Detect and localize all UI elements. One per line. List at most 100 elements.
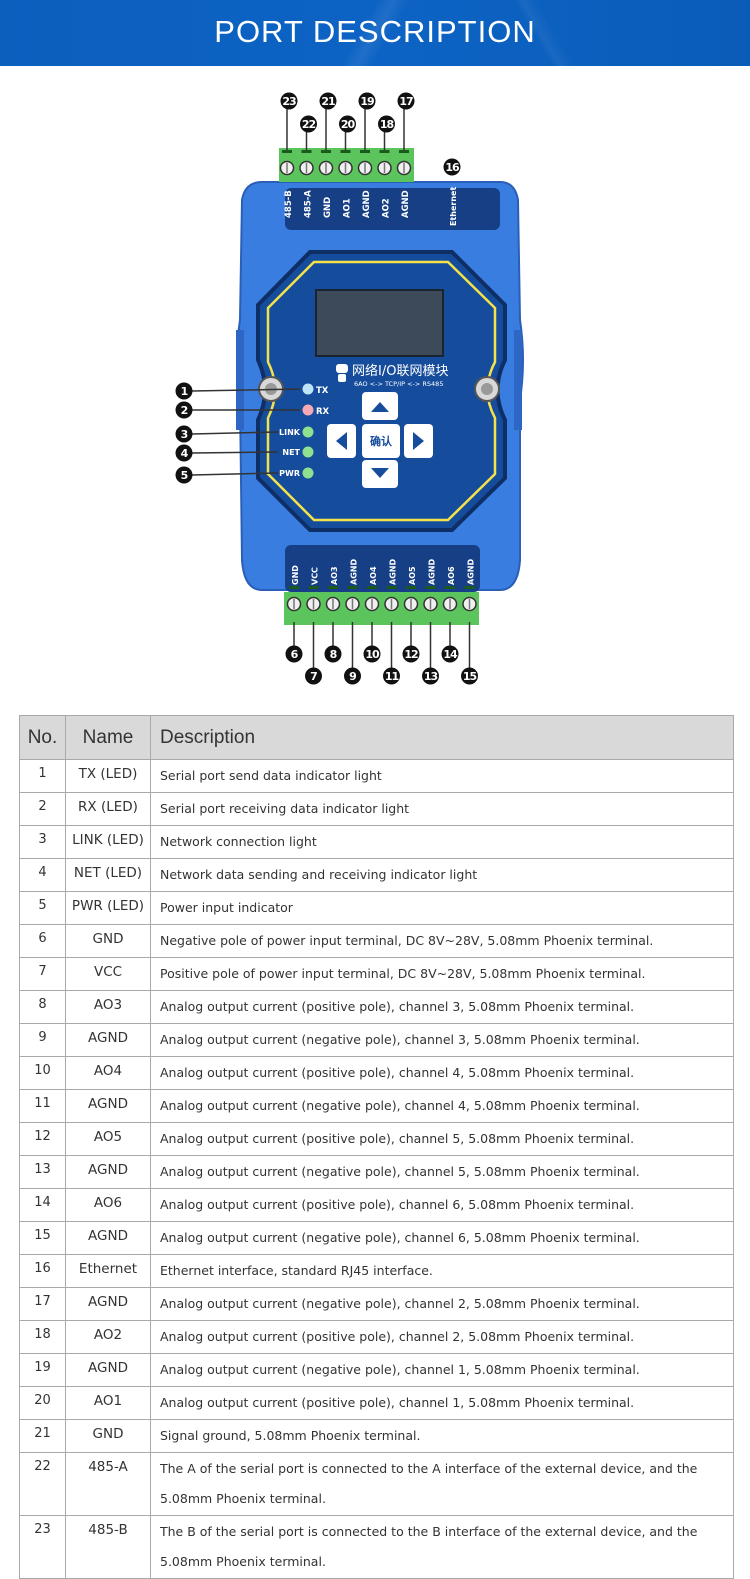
bottom-label-panel xyxy=(285,545,480,592)
cell-name: GND xyxy=(65,1419,151,1453)
cell-description: Analog output current (positive pole), c… xyxy=(150,1056,734,1090)
terminal-label: AGND xyxy=(362,190,372,218)
callout-badge: 5 xyxy=(175,466,193,484)
callout-badge: 19 xyxy=(358,92,376,110)
callout-badge: 3 xyxy=(175,425,193,443)
callout-number: 23 xyxy=(282,95,296,108)
right-button[interactable] xyxy=(404,424,433,458)
header-no: No. xyxy=(19,715,66,760)
cell-no: 8 xyxy=(19,990,66,1024)
terminal-screw-icon xyxy=(462,586,477,612)
callout-number: 4 xyxy=(181,447,189,460)
callout-badge: 7 xyxy=(305,667,322,685)
left-button[interactable] xyxy=(327,424,356,458)
led-indicator-icon xyxy=(302,383,314,395)
cell-no: 23 xyxy=(19,1515,66,1579)
header-description: Description xyxy=(150,715,734,760)
up-arrow-icon xyxy=(371,402,389,412)
cell-name: LINK (LED) xyxy=(65,825,151,859)
cell-name: 485-B xyxy=(65,1515,151,1579)
page-title: PORT DESCRIPTION xyxy=(214,14,536,49)
cell-no: 10 xyxy=(19,1056,66,1090)
cell-no: 21 xyxy=(19,1419,66,1453)
cell-description: The A of the serial port is connected to… xyxy=(150,1452,734,1516)
brand-subtitle: 6AO <-> TCP/IP <-> RS485 xyxy=(354,380,443,388)
callout-circle xyxy=(358,92,376,110)
cell-name: AGND xyxy=(65,1353,151,1387)
cell-name: AGND xyxy=(65,1221,151,1255)
terminal-screw-icon xyxy=(318,150,334,176)
callout-circle xyxy=(383,667,400,685)
cell-name: AGND xyxy=(65,1023,151,1057)
up-button[interactable] xyxy=(362,392,398,420)
terminal-screw-icon xyxy=(338,150,353,176)
callout-number: 7 xyxy=(310,670,317,683)
panel-border xyxy=(266,260,497,522)
cell-no: 9 xyxy=(19,1023,66,1057)
right-arrow-icon xyxy=(413,432,424,450)
callout-badge: 16 xyxy=(443,158,461,176)
cell-no: 11 xyxy=(19,1089,66,1123)
callout-badge: 20 xyxy=(339,115,356,133)
down-button[interactable] xyxy=(362,460,398,488)
terminal-screw-icon xyxy=(403,586,419,612)
terminal-screw-icon xyxy=(357,150,373,176)
callout-badge: 23 xyxy=(280,92,298,110)
confirm-button[interactable]: 确认 xyxy=(362,424,400,458)
side-ribs xyxy=(514,330,522,430)
callout-number: 15 xyxy=(463,670,477,683)
robot-logo-icon xyxy=(336,364,348,382)
callout-number: 1 xyxy=(181,385,188,398)
cell-no: 12 xyxy=(19,1122,66,1156)
callout-circle xyxy=(378,115,395,133)
led-label: PWR xyxy=(279,469,300,478)
cell-name: AO5 xyxy=(65,1122,151,1156)
cell-no: 17 xyxy=(19,1287,66,1321)
callout-circle xyxy=(175,382,193,400)
led-label: NET xyxy=(282,448,300,457)
callout-circle xyxy=(175,425,193,443)
callout-number: 17 xyxy=(399,95,413,108)
header-name: Name xyxy=(65,715,151,760)
callout-circle xyxy=(280,92,298,110)
callout-circle xyxy=(344,667,361,685)
terminal-label: Ethernet xyxy=(449,187,458,226)
left-arrow-icon xyxy=(336,432,347,450)
led-label: TX xyxy=(316,386,329,396)
callout-number: 14 xyxy=(443,648,458,661)
cell-description: Serial port receiving data indicator lig… xyxy=(150,792,734,826)
terminal-screw-icon xyxy=(325,586,341,612)
callout-badge: 21 xyxy=(319,92,337,110)
terminal-screw-icon xyxy=(279,150,295,176)
terminal-screw-icon xyxy=(384,586,399,612)
cell-no: 5 xyxy=(19,891,66,925)
callout-badge: 8 xyxy=(324,645,342,663)
led-indicator-icon xyxy=(302,426,314,438)
led-indicator-icon xyxy=(302,467,314,479)
cell-no: 2 xyxy=(19,792,66,826)
cell-description: Analog output current (negative pole), c… xyxy=(150,1023,734,1057)
cell-no: 16 xyxy=(19,1254,66,1288)
terminal-label: VCC xyxy=(311,567,320,585)
callout-number: 3 xyxy=(181,428,188,441)
callout-circle xyxy=(402,645,420,663)
cell-description: Analog output current (negative pole), c… xyxy=(150,1221,734,1255)
terminal-screw-icon xyxy=(423,586,438,612)
callout-circle xyxy=(305,667,322,685)
cell-description: Network data sending and receiving indic… xyxy=(150,858,734,892)
callout-badge: 13 xyxy=(422,667,439,685)
terminal-screw-icon xyxy=(442,586,458,612)
terminal-label: AGND xyxy=(350,559,359,585)
